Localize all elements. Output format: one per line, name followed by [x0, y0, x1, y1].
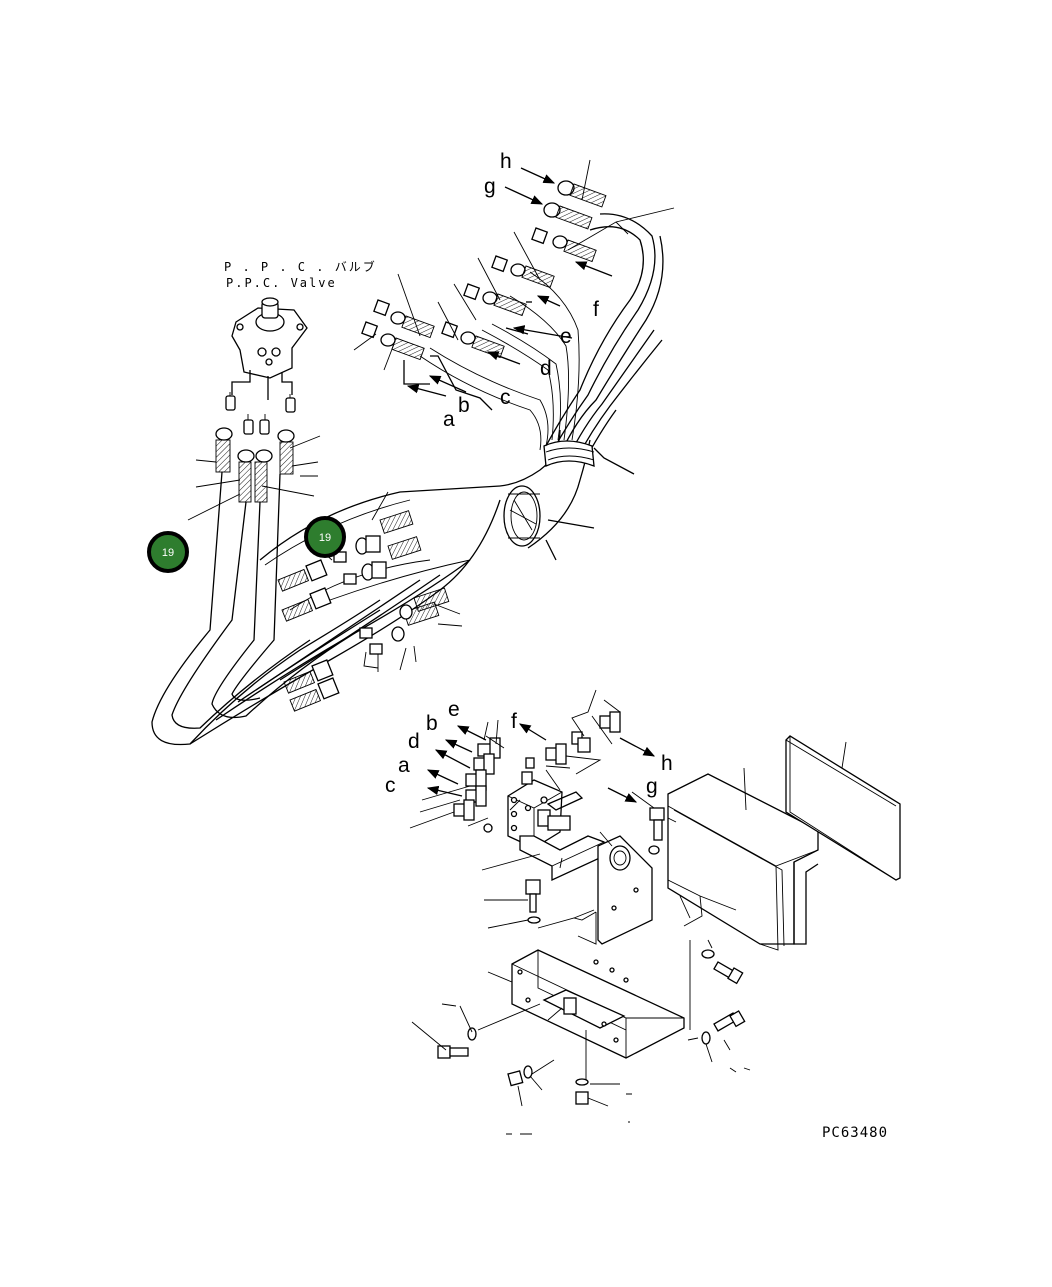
lower-label-f: f — [511, 710, 517, 733]
bottom-fasteners — [411, 1003, 632, 1135]
upper-label-b: b — [458, 394, 470, 417]
upper-arrows — [406, 167, 613, 397]
callout-19-left[interactable]: 19 — [147, 531, 189, 573]
valve-bracket — [481, 835, 605, 882]
controller-box — [667, 767, 819, 951]
left-loop-hoses — [151, 471, 381, 746]
left-hose-ends — [187, 427, 321, 521]
drawing-code: PC63480 — [822, 1125, 888, 1141]
valve-block — [507, 757, 584, 849]
upper-leader-lines — [353, 159, 675, 411]
lower-label-c: c — [385, 774, 396, 797]
lower-label-e: e — [448, 698, 460, 721]
callout-19-right[interactable]: 19 — [304, 516, 346, 558]
upper-label-a: a — [443, 408, 455, 431]
middle-hose-fittings — [277, 491, 463, 712]
mount-plate — [537, 831, 653, 945]
ppc-valve: P . P . C . バルブ P.P.C. Valve — [224, 259, 377, 400]
upper-label-c: c — [500, 386, 511, 409]
cover-panel — [785, 735, 901, 881]
base-channel — [487, 895, 691, 1080]
lower-label-h: h — [661, 752, 673, 775]
lower-label-b: b — [426, 712, 438, 735]
valve-elbow-fittings — [225, 392, 296, 435]
callout-label-right: 19 — [319, 532, 331, 544]
valve-caption-jp: P . P . C . バルブ — [224, 259, 377, 274]
upper-label-g: g — [484, 175, 496, 198]
lower-label-d: d — [408, 730, 420, 753]
upper-port-labels: h g f e d c b a — [443, 150, 599, 431]
valve-caption-en: P.P.C. Valve — [226, 276, 337, 290]
lower-port-fittings — [409, 689, 621, 833]
left-bolts — [484, 879, 541, 929]
upper-hose-group — [419, 213, 664, 475]
upper-label-d: d — [540, 357, 552, 380]
upper-label-h: h — [500, 150, 512, 173]
callout-label-left: 19 — [162, 547, 174, 559]
upper-label-e: e — [560, 325, 572, 348]
right-bolts — [631, 791, 751, 1073]
upper-label-f: f — [593, 298, 599, 321]
upper-port-fittings — [361, 180, 607, 361]
lower-arrows — [426, 723, 656, 803]
lower-label-a: a — [398, 754, 410, 777]
lower-label-g: g — [646, 775, 658, 798]
lower-port-labels: e b d a c f h g — [385, 698, 673, 798]
